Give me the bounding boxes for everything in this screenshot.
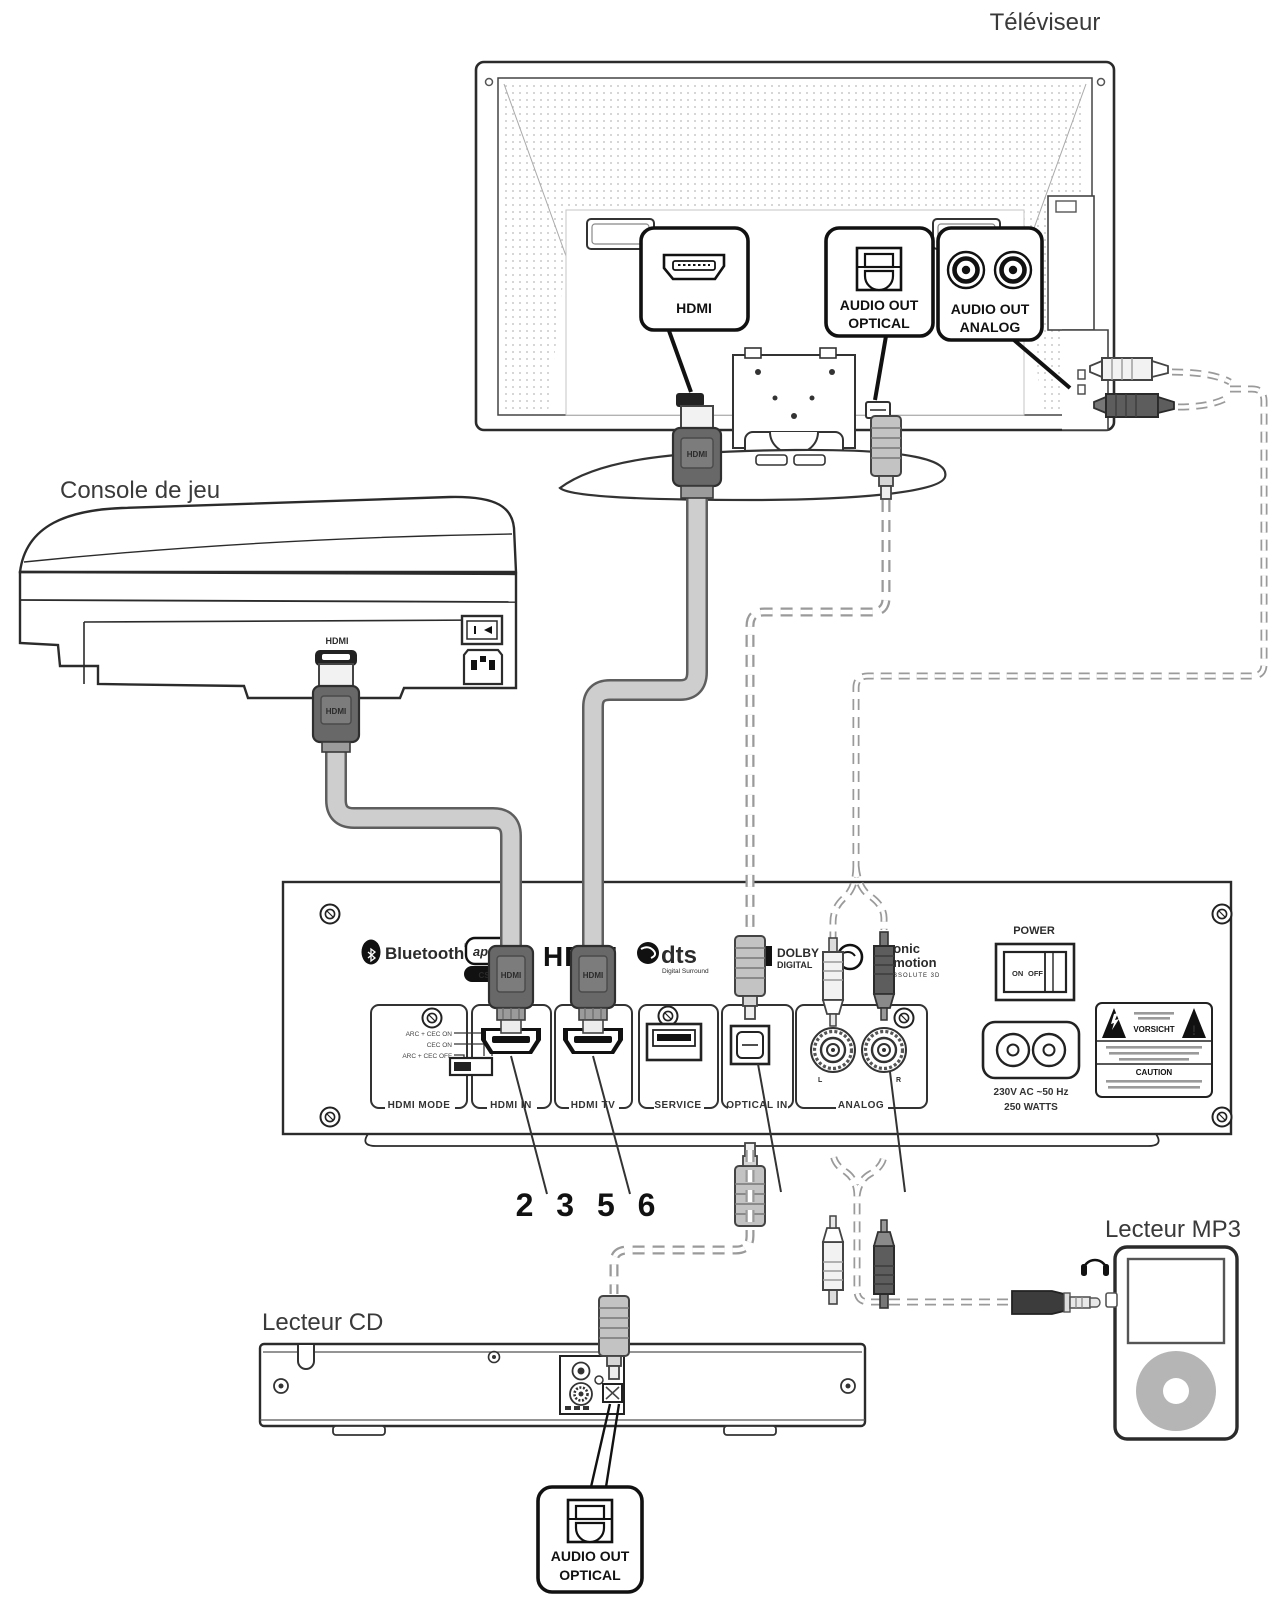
mp3-headphone-jack (1105, 1292, 1118, 1308)
rca-right-label: R (896, 1077, 901, 1084)
hdmi-cable-tv-outline (582, 498, 708, 946)
game-console: Console de jeu HDMI (18, 477, 518, 700)
console-title: Console de jeu (60, 477, 220, 504)
console-power-inlet (462, 648, 504, 686)
cd-title: Lecteur CD (262, 1309, 383, 1336)
svg-text:HDMI: HDMI (326, 707, 346, 716)
power-on-label: ON (1012, 969, 1023, 978)
bluetooth-label: Bluetooth (385, 944, 464, 963)
tv-callout-optical: AUDIO OUT OPTICAL (824, 226, 935, 401)
svg-text:dts: dts (661, 942, 697, 969)
warning-en: CAUTION (1136, 1068, 1173, 1077)
port-optical-in (729, 1024, 771, 1066)
tv: Téléviseur (474, 9, 1116, 502)
power-label: POWER (1013, 925, 1055, 937)
svg-text:HDMI: HDMI (687, 450, 707, 459)
soundbar-panel (281, 880, 1233, 1136)
label-hdmi-tv: HDMI TV (571, 1100, 616, 1111)
cables: HDMI HDMI (311, 357, 1268, 1380)
tv-hdmi-port (676, 393, 704, 407)
power-off-label: OFF (1028, 969, 1043, 978)
tv-callout-analog-line1: AUDIO OUT (951, 301, 1030, 317)
svg-text:!: ! (1192, 1022, 1197, 1038)
step-leaders (510, 1055, 906, 1195)
label-service: SERVICE (654, 1100, 701, 1111)
soundbar-bottom-strip (364, 1133, 1160, 1147)
rca-socket-right (860, 1026, 908, 1074)
rca-plug-analog-top-white (822, 937, 844, 1027)
label-hdmi-in: HDMI IN (490, 1100, 532, 1111)
analog-cable-tv (829, 368, 1268, 938)
hdmi-plug-console-end: HDMI (311, 663, 361, 753)
cd-hanger-hook (297, 1345, 315, 1370)
wattage-rating: 250 WATTS (1004, 1102, 1058, 1113)
rca-plug-tv-white (1089, 357, 1169, 381)
optical-cable-tv (747, 500, 889, 934)
tv-side-panel (1047, 195, 1095, 331)
power-switch: POWER ON OFF (994, 925, 1076, 1002)
dts-logo: dts Digital Surround (637, 942, 709, 975)
port-service-usb (645, 1005, 703, 1062)
hdmi-cable-console (327, 752, 520, 948)
cd-callout-line1: AUDIO OUT (551, 1548, 630, 1564)
svg-text:CSR: CSR (479, 971, 496, 980)
svg-text:emotion: emotion (886, 955, 937, 970)
power-inlet (981, 1020, 1081, 1080)
voltage-rating: 230V AC ~50 Hz (994, 1087, 1069, 1098)
rca-plug-analog-top-dark (873, 931, 895, 1021)
tv-callout-hdmi-label: HDMI (676, 300, 712, 316)
hdmi-plug-tv-end: HDMI (671, 405, 723, 499)
hdmi-mode-opt1: ARC + CEC ON (406, 1031, 453, 1038)
rca-plug-analog-bottom-dark (873, 1219, 895, 1309)
rca-plug-tv-dark (1093, 393, 1175, 418)
headphones-icon (1081, 1258, 1109, 1276)
tv-callout-analog-line2: ANALOG (960, 319, 1021, 335)
console-power-switch (460, 614, 504, 646)
tv-callout-optical-line2: OPTICAL (848, 315, 910, 331)
cd-foot-left (332, 1425, 386, 1436)
rca-left-label: L (818, 1077, 823, 1084)
cd-callout-optical: AUDIO OUT OPTICAL (536, 1403, 644, 1594)
tv-title: Téléviseur (990, 9, 1101, 36)
svg-text:Digital Surround: Digital Surround (662, 968, 709, 975)
step-numbers: 2 3 5 6 (516, 1187, 663, 1223)
mp3-player: Lecteur MP3 (1081, 1216, 1241, 1441)
tv-callout-analog: AUDIO OUT ANALOG (936, 226, 1072, 390)
label-hdmi-mode: HDMI MODE (388, 1100, 451, 1111)
warning-label: ! VORSICHT CAUTION (1095, 1002, 1213, 1098)
cd-foot-right (723, 1425, 777, 1436)
optical-cable-cd (611, 1150, 753, 1294)
rca-socket-left (809, 1026, 857, 1074)
soundbar-section-labels: HDMI MODE HDMI IN HDMI TV SERVICE OPTICA… (385, 1098, 888, 1111)
mp3-title: Lecteur MP3 (1105, 1216, 1241, 1243)
svg-text:ABSOLUTE 3D: ABSOLUTE 3D (888, 973, 940, 979)
hdmi-mode-opt2: CEC ON (427, 1042, 453, 1049)
console-lid (18, 495, 518, 574)
port-analog-rca: L R (809, 1007, 915, 1084)
tv-callout-hdmi: HDMI (639, 226, 750, 393)
exclamation-warning-icon (1182, 1008, 1206, 1038)
hdmi-mode-opt3: ARC + CEC OFF (402, 1053, 452, 1060)
cd-player: Lecteur CD AUDIO OUT OPTICAL (258, 1309, 867, 1594)
label-optical-in: OPTICAL IN (726, 1100, 787, 1111)
console-body (18, 570, 518, 700)
analog-cable-mp3 (829, 1151, 1008, 1306)
mp3-screen (1126, 1257, 1226, 1345)
tv-callout-optical-line1: AUDIO OUT (840, 297, 919, 313)
cd-callout-line2: OPTICAL (559, 1567, 621, 1583)
svg-text:DIGITAL: DIGITAL (777, 960, 813, 970)
jack-plug-mp3 (1011, 1290, 1101, 1315)
svg-text:DOLBY: DOLBY (777, 946, 819, 960)
bluetooth-icon (361, 939, 381, 965)
console-hdmi-label: HDMI (326, 636, 349, 646)
rca-plug-analog-bottom-white (822, 1215, 844, 1305)
optical-cable-tv-outline (745, 500, 891, 934)
label-analog: ANALOG (838, 1100, 884, 1111)
warning-de: VORSICHT (1133, 1025, 1174, 1034)
hdmi-cable-tv (584, 498, 706, 946)
